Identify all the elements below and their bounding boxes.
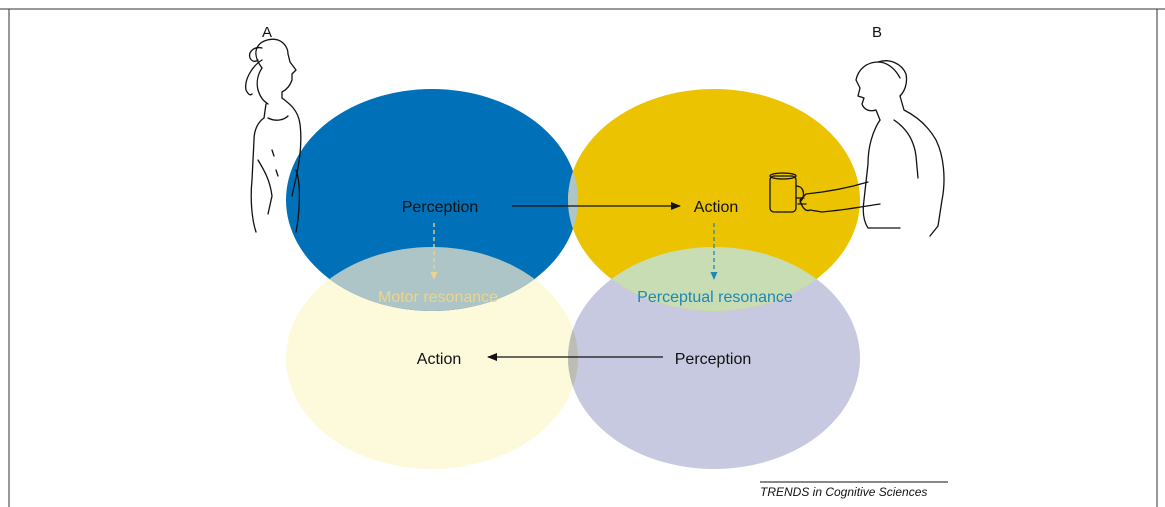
ellipse-bottom-right-perception <box>568 247 860 469</box>
woman-figure-icon <box>245 38 302 233</box>
label-motor-resonance: Motor resonance <box>378 289 498 306</box>
ellipse-bottom-left-action <box>286 247 578 469</box>
label-bottom-right-perception: Perception <box>675 351 752 368</box>
credit-text: TRENDS in Cognitive Sciences <box>760 485 927 499</box>
man-with-mug-icon <box>769 60 945 237</box>
label-bottom-left-action: Action <box>417 351 461 368</box>
ellipse-top-right-action <box>568 89 860 311</box>
label-top-right-action: Action <box>694 199 738 216</box>
label-a: A <box>262 24 272 41</box>
label-perceptual-resonance: Perceptual resonance <box>637 289 793 306</box>
ellipse-top-left-perception <box>286 89 578 311</box>
label-b: B <box>872 24 882 41</box>
label-top-left-perception: Perception <box>402 199 479 216</box>
